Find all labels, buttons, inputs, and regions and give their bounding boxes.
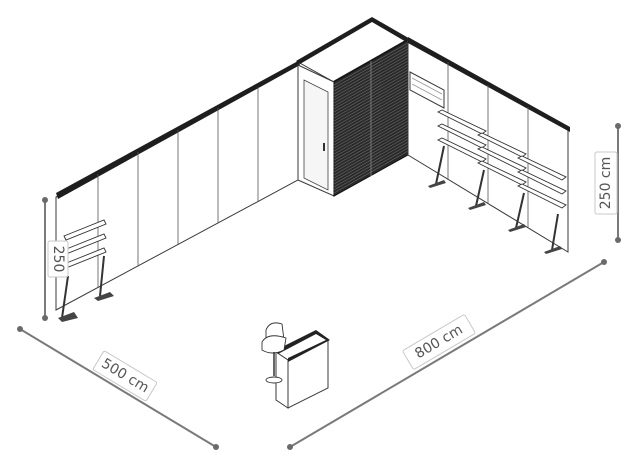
bar-stool <box>261 322 287 384</box>
reception-counter <box>275 330 330 409</box>
dimension-width: 800 cm <box>287 259 607 450</box>
shelf-unit-3 <box>508 155 567 254</box>
slat-panel <box>333 42 409 194</box>
height-label-right: 250 cm <box>598 157 614 210</box>
left-back-wall <box>55 61 300 311</box>
shelf-unit-1 <box>428 109 487 188</box>
dimension-height-left: 250 <box>42 197 69 321</box>
shelf-unit-2 <box>468 132 527 210</box>
dimension-depth: 500 cm <box>17 326 219 450</box>
right-shelves <box>428 109 567 254</box>
height-label-left: 250 <box>50 246 66 273</box>
storage-cabin <box>296 17 412 197</box>
right-back-wall <box>407 37 570 253</box>
dimension-height-right: 250 cm <box>594 123 621 243</box>
left-shelves <box>58 219 114 322</box>
